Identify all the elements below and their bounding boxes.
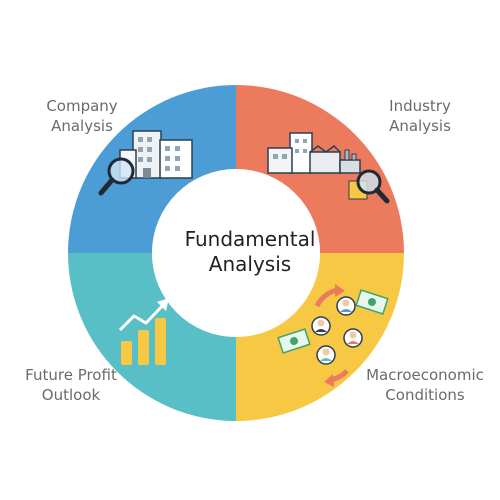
label-industry-analysis: Industry Analysis — [360, 96, 480, 136]
center-title-line2: Analysis — [208, 252, 292, 276]
label-line: Industry — [389, 97, 451, 115]
office-buildings-magnifier-icon — [98, 130, 193, 196]
industrial-buildings-magnifier-icon — [267, 132, 390, 204]
label-line: Conditions — [385, 386, 465, 404]
label-line: Outlook — [41, 386, 101, 404]
growth-bar-chart-icon — [118, 298, 169, 365]
label-future-profit-outlook: Future Profit Outlook — [6, 365, 136, 405]
label-line: Company — [46, 97, 118, 115]
segment-future-profit-outlook[interactable] — [68, 253, 236, 421]
label-line: Future Profit — [25, 366, 117, 384]
label-line: Analysis — [389, 117, 451, 135]
center-title-line1: Fundamental — [184, 227, 316, 251]
label-company-analysis: Company Analysis — [22, 96, 142, 136]
label-line: Macroeconomic — [366, 366, 484, 384]
people-money-cycle-icon — [277, 284, 389, 387]
label-line: Analysis — [51, 117, 113, 135]
center-title: Fundamental Analysis — [155, 227, 345, 277]
center-hole — [152, 169, 320, 337]
label-macroeconomic-conditions: Macroeconomic Conditions — [350, 365, 500, 405]
